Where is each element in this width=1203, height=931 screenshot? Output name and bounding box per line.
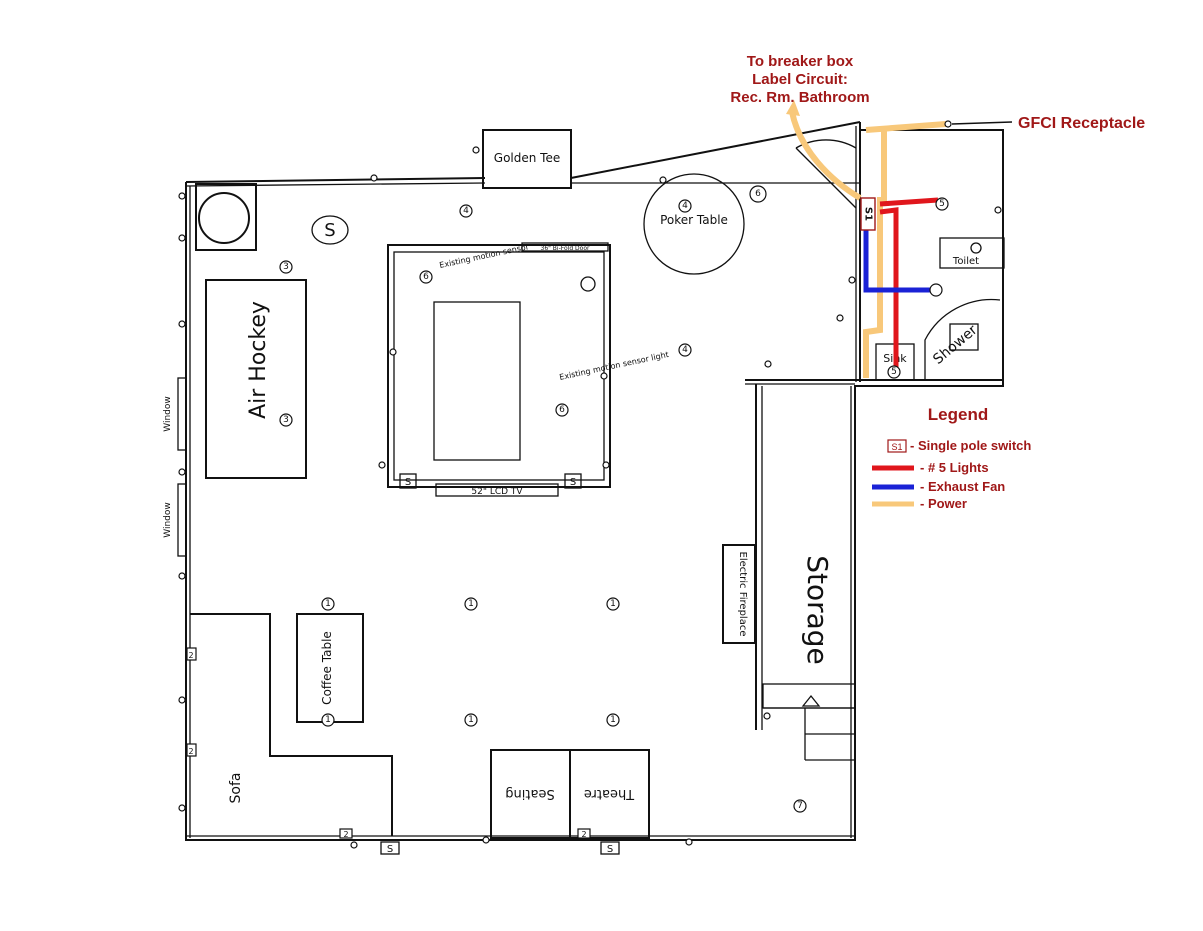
fireplace-label: Electric Fireplace [737, 552, 748, 637]
legend: Legend S1 - Single pole switch - # 5 Lig… [872, 405, 1031, 511]
svg-text:1: 1 [610, 599, 616, 609]
fixture-6: 6 [419, 270, 433, 284]
svg-text:2: 2 [188, 651, 193, 660]
fixture-1: 1 [606, 597, 620, 611]
fireplace: Electric Fireplace [722, 544, 756, 644]
fixture-6: 6 [749, 185, 767, 203]
sofa: Sofa [190, 613, 393, 836]
existing-sensor-1-label: Existing motion sensor [439, 242, 531, 270]
motion-sensors: S S S S S [311, 215, 620, 855]
fixture-3: 3 [279, 260, 293, 274]
svg-text:S1: S1 [891, 442, 902, 452]
fixture-7: 7 [793, 799, 807, 813]
seating-label: Seating [505, 786, 554, 801]
gfci-pointer [951, 121, 1013, 125]
svg-text:2: 2 [581, 830, 586, 839]
svg-text:S: S [387, 844, 393, 855]
golden-tee-label: Golden Tee [494, 151, 560, 165]
svg-text:4: 4 [463, 206, 469, 216]
legend-title: Legend [928, 405, 988, 424]
legend-lights: - # 5 Lights [872, 460, 989, 475]
svg-text:4: 4 [682, 201, 688, 211]
windows: Window Window [163, 377, 187, 557]
coffee-table: Coffee Table [296, 613, 364, 723]
fixture-1: 1 [606, 713, 620, 727]
sofa-label: Sofa [228, 773, 244, 804]
svg-text:S: S [607, 844, 613, 855]
storage-label: Storage [801, 555, 834, 665]
legend-fan: - Exhaust Fan [872, 479, 1005, 494]
fixtures: 4 4 4 3 3 6 6 6 1 1 1 1 1 1 7 5 5 [279, 185, 949, 813]
fixture-1: 1 [321, 597, 335, 611]
svg-text:6: 6 [755, 189, 761, 199]
lights-wire [879, 197, 939, 372]
legend-label-power: - Power [920, 496, 967, 511]
legend-label-fan: - Exhaust Fan [920, 479, 1005, 494]
gfci-label: GFCI Receptacle [1018, 115, 1145, 132]
svg-text:1: 1 [468, 715, 474, 725]
breaker-line-1: To breaker box [747, 53, 854, 70]
shower-label: Shower [930, 322, 980, 368]
fixture-1: 1 [321, 713, 335, 727]
svg-text:S: S [405, 477, 411, 488]
fixture-3: 3 [279, 413, 293, 427]
window-label-2: Window [163, 502, 173, 538]
fixture-4: 4 [678, 199, 692, 213]
svg-text:7: 7 [797, 801, 803, 811]
breaker-line-3: Rec. Rm. Bathroom [730, 89, 869, 106]
legend-label-lights: - # 5 Lights [920, 460, 989, 475]
svg-text:1: 1 [610, 715, 616, 725]
power-wire [786, 100, 947, 378]
toilet-label: Toilet [952, 256, 979, 267]
breaker-line-2: Label Circuit: [752, 71, 848, 88]
svg-text:4: 4 [682, 345, 688, 355]
fixture-1: 1 [464, 713, 478, 727]
poker-table-label: Poker Table [660, 213, 728, 227]
fan-wire [863, 220, 943, 297]
air-hockey-label: Air Hockey [246, 301, 271, 419]
fixture-4: 4 [678, 343, 692, 357]
fixture-6: 6 [555, 403, 569, 417]
golden-tee-machine: Golden Tee [482, 129, 572, 189]
svg-text:5: 5 [939, 199, 945, 209]
svg-text:5: 5 [891, 367, 897, 377]
fixture-5: 5 [887, 365, 901, 379]
legend-power: - Power [872, 496, 967, 511]
existing-sensor-2-label: Existing motion sensor light [559, 350, 670, 382]
breaker-annotation: To breaker box Label Circuit: Rec. Rm. B… [730, 53, 869, 106]
legend-label-switch: - Single pole switch [910, 438, 1031, 453]
svg-text:S1: S1 [863, 207, 874, 221]
svg-text:2: 2 [188, 747, 193, 756]
legend-switch: S1 - Single pole switch [887, 438, 1031, 453]
svg-text:3: 3 [283, 262, 289, 272]
svg-text:1: 1 [325, 715, 331, 725]
air-hockey-table: Air Hockey [205, 279, 307, 479]
window-label-1: Window [163, 396, 173, 432]
svg-text:6: 6 [423, 272, 429, 282]
theatre-label: Theatre [584, 786, 635, 801]
fixture-4: 4 [459, 204, 473, 218]
coffee-table-label: Coffee Table [320, 631, 334, 705]
fixture-5: 5 [935, 197, 949, 211]
corner-appliance [195, 183, 257, 251]
switch-s1: S1 [860, 197, 876, 231]
fixture-1: 1 [464, 597, 478, 611]
svg-text:1: 1 [325, 599, 331, 609]
theatre-seating: Seating Theatre [490, 749, 650, 839]
outer-walls [185, 121, 1004, 841]
svg-text:6: 6 [559, 405, 565, 415]
svg-text:1: 1 [468, 599, 474, 609]
wall-dots [178, 120, 1002, 849]
svg-text:S: S [570, 477, 576, 488]
svg-text:3: 3 [283, 415, 289, 425]
bifold-door-label: 36" Bi-Fold Door [541, 245, 591, 252]
receptacles: 2 2 2 2 [186, 647, 591, 839]
bathroom-walls [745, 122, 1005, 385]
lcd-tv-label: 52" LCD TV [471, 487, 523, 497]
svg-text:S: S [324, 220, 335, 241]
poker-table: Poker Table [643, 173, 745, 275]
svg-text:2: 2 [343, 830, 348, 839]
